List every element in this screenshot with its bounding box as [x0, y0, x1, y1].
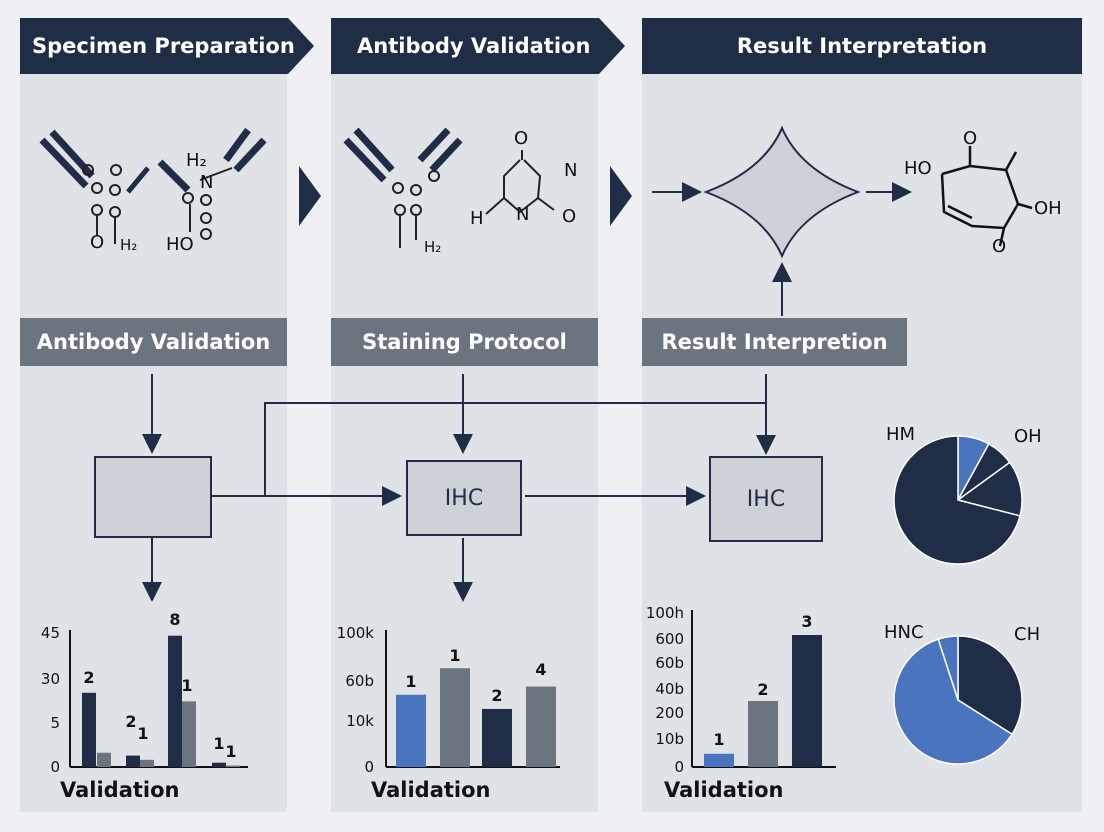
chart1-bar-8 — [226, 765, 240, 767]
chart1-label-4: 8 — [169, 610, 181, 629]
chart3-tick-40b: 40b — [655, 680, 684, 698]
m1-label-g: O — [90, 232, 105, 253]
header-antibody-validation: Antibody Validation — [331, 18, 625, 74]
m2-label-d: O — [514, 128, 529, 149]
chart2-label-2: 1 — [449, 646, 461, 665]
process-box-ihc-2: IHC — [406, 460, 522, 536]
chart3-tick-0: 0 — [674, 758, 684, 776]
m2-label-a: N — [564, 160, 578, 181]
chart2-label-4: 4 — [535, 660, 547, 679]
chart1-label-1: 2 — [83, 668, 95, 687]
chart1-label-7: 1 — [225, 742, 237, 761]
header-result-interpretation: Result Interpretation — [642, 18, 1082, 74]
chart3-tick-100h: 100h — [645, 604, 684, 622]
chart1-bar-1 — [82, 692, 96, 767]
process-box-1 — [94, 456, 212, 538]
chart1-tick-5: 5 — [50, 714, 60, 732]
m1-label-a: H₂ — [186, 150, 207, 171]
m3-label-d: O — [992, 236, 1007, 257]
pie2-label-hnc: HNC — [884, 622, 924, 643]
m3-label-c: OH — [1034, 198, 1062, 219]
m2-label-b: H — [470, 208, 484, 229]
chart1-label-5: 1 — [181, 676, 193, 695]
chart1-bar-5 — [168, 635, 182, 767]
pie1-label-hm: HM — [886, 424, 916, 445]
chart1-bar-7 — [212, 762, 226, 767]
chart2-tick-60b: 60b — [345, 672, 374, 690]
chart2-label-1: 1 — [405, 672, 417, 691]
chart3-tick-10b: 10b — [655, 730, 684, 748]
molecule-ring-3 — [940, 146, 1033, 247]
decision-diamond — [703, 125, 861, 259]
antibody-structure-1 — [39, 127, 267, 244]
pie1-label-oh: OH — [1014, 426, 1042, 447]
pie2-slice-2 — [893, 638, 1014, 765]
chart1-bar-3 — [126, 755, 140, 767]
chart1-label-3: 1 — [137, 724, 149, 743]
chart1-caption: Validation — [60, 778, 180, 802]
chart2-caption: Validation — [371, 778, 491, 802]
chart1-label-6: 1 — [213, 734, 225, 753]
chart3-label-1: 1 — [713, 730, 725, 749]
chart1-bar-4 — [140, 759, 154, 767]
subheader-antibody-validation: Antibody Validation — [20, 318, 287, 366]
pie2-label-ch: CH — [1014, 624, 1041, 645]
pie1-slice-4 — [893, 435, 1021, 565]
pie1-slice-3 — [956, 461, 1023, 517]
chart2-bar-3 — [482, 708, 512, 767]
chart3-tick-60b: 60b — [655, 654, 684, 672]
chart3-caption: Validation — [664, 778, 784, 802]
header-specimen-preparation: Specimen Preparation — [20, 18, 314, 74]
m1-label-c: HO — [166, 234, 194, 255]
chart1-tick-45: 45 — [40, 624, 60, 642]
flow-chevron-2 — [610, 166, 632, 226]
chart2-bar-2 — [440, 668, 470, 767]
chart3-bar-1 — [704, 753, 734, 767]
chart2-tick-10k: 10k — [346, 712, 374, 730]
chart3-bar-2 — [748, 701, 778, 767]
chart2-bar-4 — [526, 686, 556, 767]
m2-label-f: H₂ — [424, 238, 442, 256]
m2-label-e: O — [562, 206, 577, 227]
chart3-tick-600: 600 — [655, 630, 684, 648]
chart3-label-3: 3 — [801, 612, 813, 631]
m3-label-a: HO — [904, 158, 932, 179]
chart1-tick-30: 30 — [40, 670, 60, 688]
chart2-tick-100k: 100k — [336, 624, 374, 642]
subheader-result-interpretion: Result Interpretion — [642, 318, 907, 366]
process-box-ihc-3: IHC — [709, 456, 823, 542]
m3-label-b: O — [963, 128, 978, 149]
chart1-label-2: 2 — [125, 712, 137, 731]
chart2-tick-0: 0 — [364, 758, 374, 776]
chart2-bar-1 — [396, 694, 426, 767]
chart1-bar-6 — [182, 701, 196, 767]
m1-label-e: N — [200, 172, 214, 193]
flow-chevron-1 — [299, 166, 321, 226]
subheader-staining-protocol: Staining Protocol — [331, 318, 598, 366]
m1-label-b: H₂ — [120, 236, 138, 254]
m2-label-c: N — [516, 204, 530, 225]
chart3-label-2: 2 — [757, 680, 769, 699]
chart2-label-3: 2 — [491, 686, 503, 705]
chart3-bar-3 — [792, 635, 822, 767]
pie2-slice-3 — [937, 635, 959, 701]
chart1-bar-2 — [97, 752, 111, 767]
chart3-tick-200: 200 — [655, 704, 684, 722]
antibody-structure-2 — [343, 127, 555, 248]
connector-top-loop — [264, 402, 766, 496]
chart1-tick-0: 0 — [50, 758, 60, 776]
